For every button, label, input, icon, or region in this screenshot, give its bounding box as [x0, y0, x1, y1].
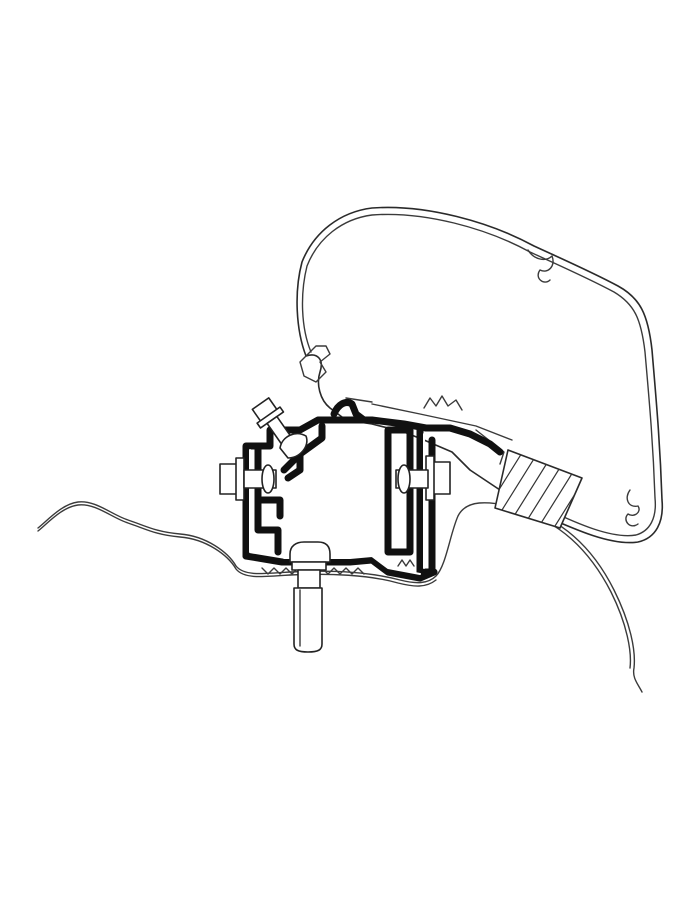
bolt-head: [289, 541, 331, 563]
bracket-left-column: [254, 442, 284, 556]
awning-top-channel: [527, 249, 554, 283]
awning-housing-inner: [301, 213, 657, 537]
bracket-right-teeth: [397, 559, 415, 567]
bracket-inner-box: [280, 422, 326, 482]
roof-line-left-inner: [37, 504, 291, 578]
slot-nut: [261, 464, 275, 494]
adapter-bracket: [242, 398, 504, 582]
right-side-bolt: [395, 455, 451, 501]
vehicle-roof: [37, 501, 643, 693]
bolt-washer: [291, 561, 327, 571]
washer: [235, 457, 245, 501]
awning-front-lip: [299, 345, 331, 383]
top-angled-bolt: [251, 397, 295, 449]
side-bolts: [219, 397, 451, 501]
awning-rail-ribs: [371, 395, 513, 441]
spacer-block: [494, 449, 583, 529]
bracket-hook: [330, 398, 368, 424]
bolt-stud: [293, 587, 323, 653]
bracket-right-column: [384, 426, 436, 576]
roof-line-right: [519, 507, 643, 693]
awning-housing-outline: [296, 206, 664, 544]
bracket-main-frame: [242, 416, 504, 560]
bolt-neck: [297, 569, 321, 589]
awning-bottom-channel: [625, 489, 640, 527]
awning-case: [296, 206, 664, 544]
top-clamp-nut: [279, 432, 308, 459]
slot-nut: [397, 464, 411, 494]
roof-line-left: [37, 501, 521, 584]
awning-rail-lower: [345, 397, 505, 465]
left-side-bolt: [219, 457, 277, 501]
mounting-bolt: [289, 541, 331, 653]
bracket-base: [242, 552, 438, 582]
